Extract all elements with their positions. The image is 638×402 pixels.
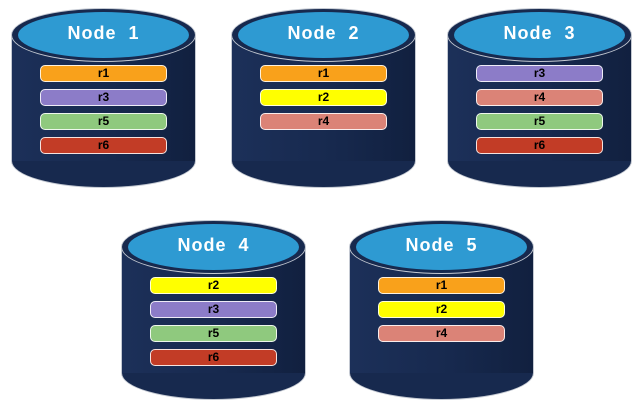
- replica-bar: r4: [260, 113, 387, 130]
- replica-bar: r5: [40, 113, 167, 130]
- replica-list: r3 r4 r5 r6: [476, 65, 603, 161]
- node-cylinder-2: Node 2 r1 r2 r4: [231, 8, 416, 188]
- node-cylinder-5: Node 5 r1 r2 r4: [349, 220, 534, 400]
- replica-bar: r1: [260, 65, 387, 82]
- replica-bar: r3: [40, 89, 167, 106]
- node-title: Node 5: [405, 235, 478, 255]
- replica-bar: r4: [378, 325, 505, 342]
- replica-bar: r2: [378, 301, 505, 318]
- node-title: Node 1: [67, 23, 140, 43]
- replica-bar: r4: [476, 89, 603, 106]
- replica-bar: r3: [150, 301, 277, 318]
- replica-bar: r2: [260, 89, 387, 106]
- node-cylinder-3: Node 3 r3 r4 r5 r6: [447, 8, 632, 188]
- cylinder-top-ellipse: [356, 224, 527, 270]
- replica-list: r1 r2 r4: [260, 65, 387, 137]
- replica-bar: r3: [476, 65, 603, 82]
- replica-list: r2 r3 r5 r6: [150, 277, 277, 373]
- cylinder-top-ellipse: [454, 12, 625, 58]
- replica-bar: r6: [150, 349, 277, 366]
- cylinder-top-ellipse: [18, 12, 189, 58]
- node-title: Node 3: [503, 23, 576, 43]
- replica-bar: r1: [40, 65, 167, 82]
- node-cylinder-4: Node 4 r2 r3 r5 r6: [121, 220, 306, 400]
- replica-bar: r2: [150, 277, 277, 294]
- cylinder-top-ellipse: [238, 12, 409, 58]
- replica-bar: r5: [150, 325, 277, 342]
- replica-bar: r5: [476, 113, 603, 130]
- replica-bar: r1: [378, 277, 505, 294]
- replica-list: r1 r2 r4: [378, 277, 505, 349]
- replica-bar: r6: [476, 137, 603, 154]
- replica-list: r1 r3 r5 r6: [40, 65, 167, 161]
- replica-bar: r6: [40, 137, 167, 154]
- node-title: Node 4: [177, 235, 250, 255]
- node-title: Node 2: [287, 23, 360, 43]
- cylinder-top-ellipse: [128, 224, 299, 270]
- node-cylinder-1: Node 1 r1 r3 r5 r6: [11, 8, 196, 188]
